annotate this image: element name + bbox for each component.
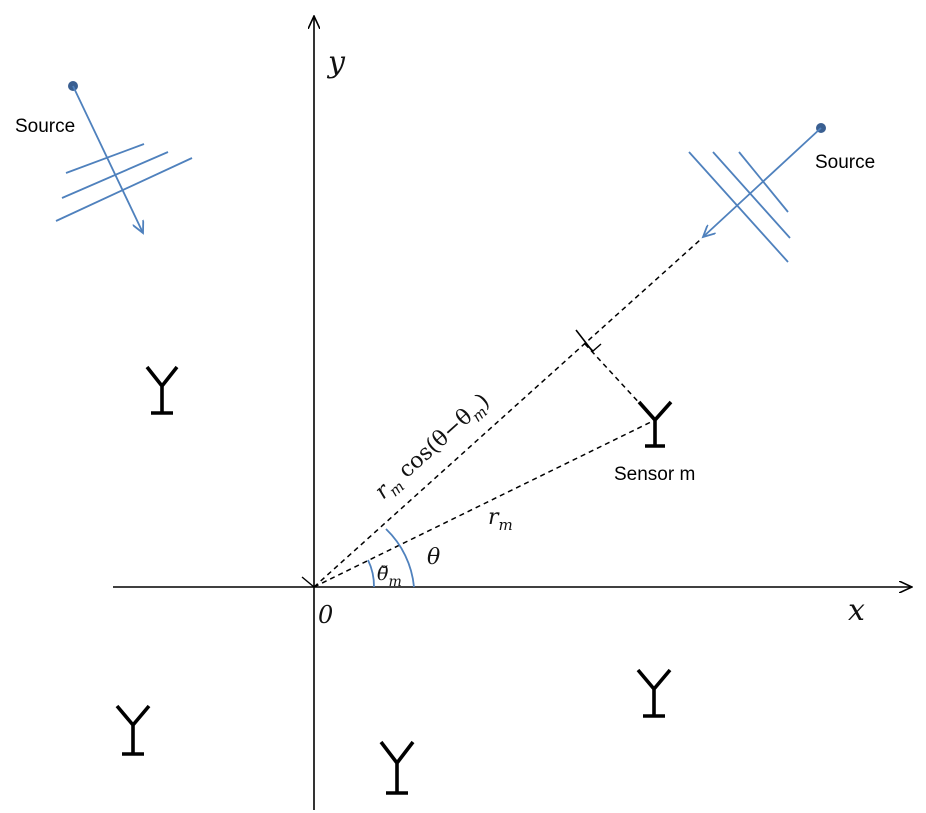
source-left-wavefront-2: [61, 151, 169, 199]
theta-m-arc: [367, 559, 375, 588]
source-right-label: Source: [815, 152, 875, 173]
theta-arc: [385, 528, 415, 588]
sensor-m-label: Sensor m: [614, 464, 695, 485]
theta-m-subscript: m: [388, 574, 401, 590]
y-axis-label: y: [326, 45, 346, 80]
source-right-wavefront-2: [712, 151, 791, 239]
distance-label: rm: [488, 505, 513, 534]
distance-subscript: m: [499, 516, 513, 534]
antenna-top-left: [145, 365, 179, 415]
projection-fn: cos(θ−θ: [389, 404, 478, 488]
x-axis-label: x: [848, 593, 865, 628]
source-right-wavefront-1: [688, 151, 789, 263]
origin-label: 0: [318, 601, 333, 629]
distance-symbol: r: [488, 505, 500, 530]
theta-m-symbol: θ̆: [377, 563, 389, 585]
right-angle-marker: [584, 342, 602, 352]
theta-m-label: θ̆m: [377, 563, 402, 590]
antenna-bottom-center: [379, 740, 415, 795]
antenna-sensor-m: [637, 400, 673, 448]
source-left-wavefront-1: [65, 143, 145, 174]
antenna-bottom-right: [636, 668, 672, 718]
source-right-arrow: [703, 127, 822, 237]
theta-label: θ: [427, 545, 440, 570]
antenna-bottom-left: [115, 704, 151, 756]
source-left-label: Source: [15, 116, 75, 137]
sensor-distance-line: [313, 419, 656, 588]
projection-label: rm cos(θ−θm): [370, 389, 497, 508]
source-direction-line: [313, 239, 701, 588]
source-left-wavefront-3: [55, 157, 193, 222]
source-right-wavefront-3: [738, 151, 789, 213]
origin-tick: [301, 576, 315, 588]
source-left-arrow: [72, 85, 143, 233]
